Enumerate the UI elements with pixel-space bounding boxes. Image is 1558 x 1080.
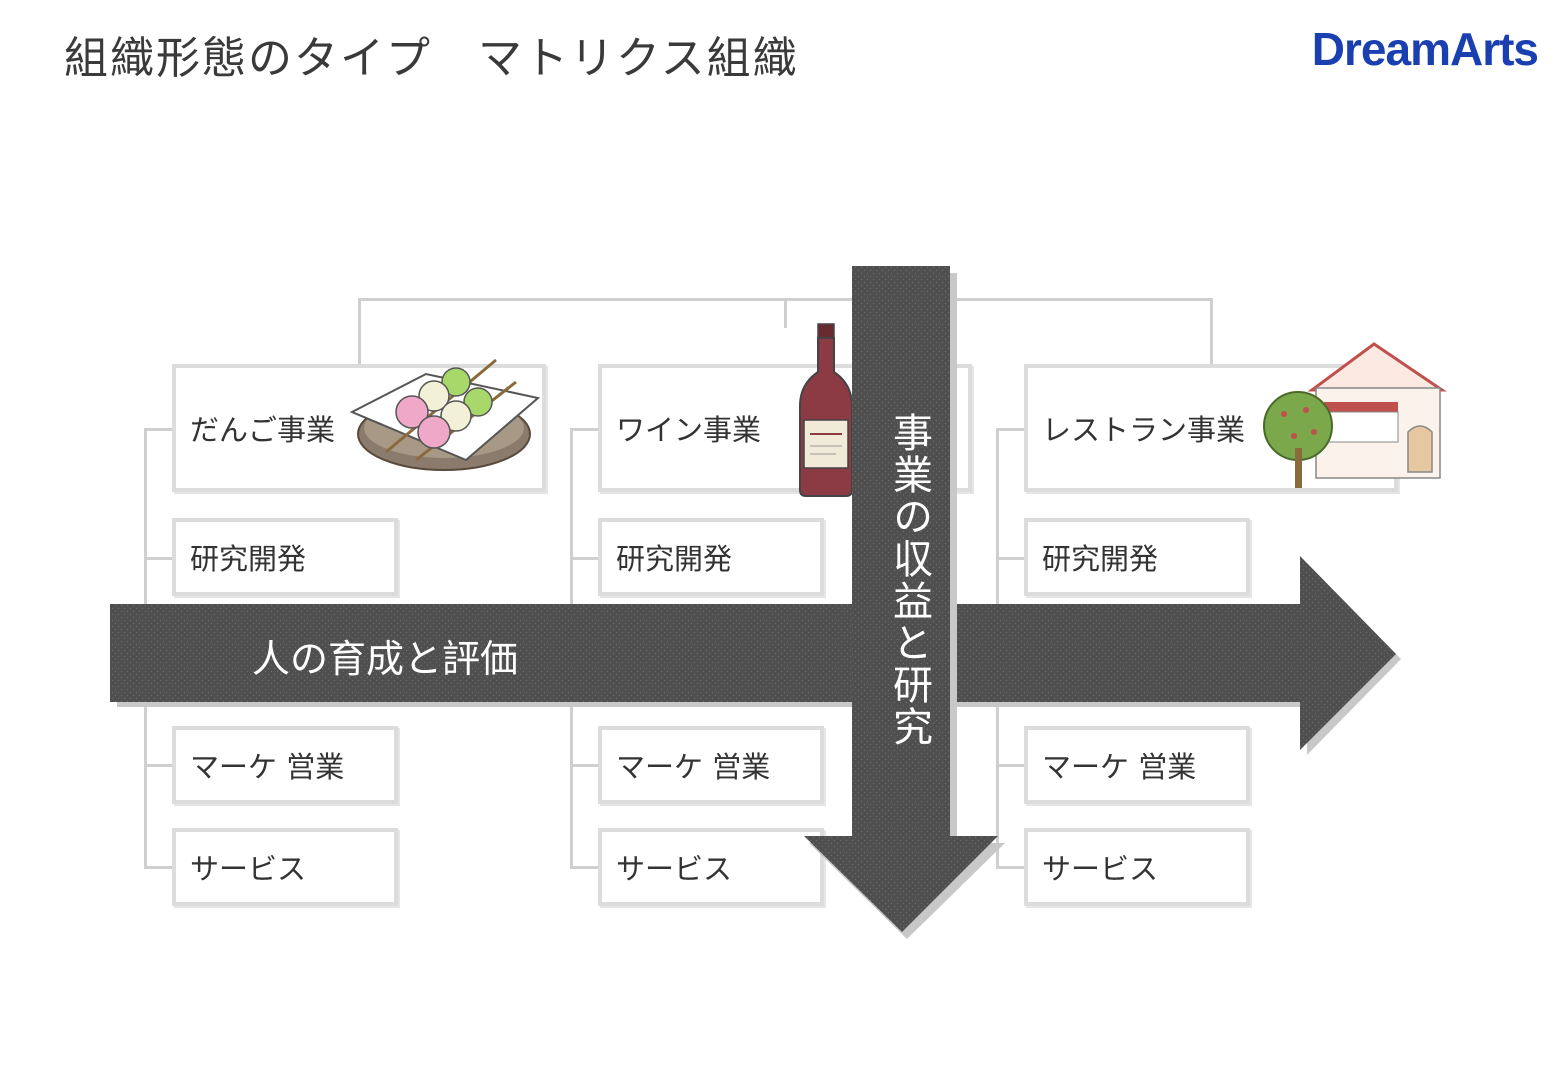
dept-label: 研究開発 xyxy=(1042,542,1159,576)
restaurant-icon xyxy=(1263,342,1447,488)
horizontal-arrow-label: 人の育成と評価 xyxy=(252,637,519,681)
dept-box-marketing-sales: マーケ 営業 xyxy=(1024,726,1250,804)
bracket-tick xyxy=(570,764,598,767)
bracket-tick xyxy=(570,866,598,869)
dept-box-service: サービス xyxy=(1024,828,1250,906)
dept-label: マーケ 営業 xyxy=(616,750,771,784)
vertical-arrow xyxy=(804,266,1005,939)
bracket-tick xyxy=(570,557,598,560)
top-connector-center xyxy=(784,298,787,328)
dango-icon xyxy=(349,358,541,471)
bracket-tick xyxy=(996,428,1024,431)
dept-box-rnd: 研究開発 xyxy=(1024,518,1250,596)
business-label: レストラン事業 xyxy=(1042,413,1246,447)
dept-box-marketing-sales: マーケ 営業 xyxy=(172,726,398,804)
dept-box-rnd: 研究開発 xyxy=(172,518,398,596)
dept-box-service: サービス xyxy=(172,828,398,906)
dreamarts-logo: DreamArts xyxy=(1311,23,1539,75)
bracket-tick xyxy=(144,428,172,431)
dept-label: 研究開発 xyxy=(616,542,733,576)
bracket-tick xyxy=(996,557,1024,560)
dept-label: マーケ 営業 xyxy=(190,750,345,784)
top-connector-left xyxy=(358,298,361,364)
vertical-arrow-label: 事業の収益と研究 xyxy=(886,412,932,748)
bracket-tick xyxy=(996,866,1024,869)
dept-label: サービス xyxy=(616,852,733,886)
dept-label: サービス xyxy=(190,852,307,886)
bracket-tick xyxy=(996,764,1024,767)
dept-box-service: サービス xyxy=(598,828,824,906)
page-title: 組織形態のタイプ マトリクス組織 xyxy=(64,33,799,84)
bracket-tick xyxy=(570,428,598,431)
top-connector-right xyxy=(1210,298,1213,364)
bracket-tick xyxy=(144,557,172,560)
bracket-tick xyxy=(144,764,172,767)
dept-box-marketing-sales: マーケ 営業 xyxy=(598,726,824,804)
business-label: だんご事業 xyxy=(190,413,336,447)
bracket-tick xyxy=(144,866,172,869)
business-label: ワイン事業 xyxy=(616,413,762,447)
dept-box-rnd: 研究開発 xyxy=(598,518,824,596)
dept-label: マーケ 営業 xyxy=(1042,750,1197,784)
dept-label: 研究開発 xyxy=(190,542,307,576)
dept-label: サービス xyxy=(1042,852,1159,886)
wine-bottle-icon xyxy=(799,323,853,497)
horizontal-arrow xyxy=(110,556,1401,755)
